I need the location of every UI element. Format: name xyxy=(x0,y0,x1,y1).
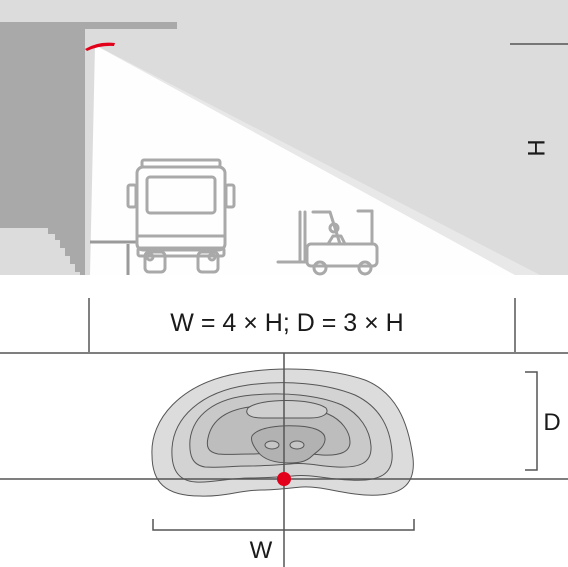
depth-label: D xyxy=(543,409,560,436)
width-label: W xyxy=(250,537,273,564)
height-label: H xyxy=(523,139,550,156)
roof-overhang xyxy=(0,22,177,29)
core-hotspot-right xyxy=(289,440,305,450)
depth-bracket xyxy=(525,371,538,471)
distribution-upper-oval xyxy=(246,400,328,419)
formula-text: W = 4 × H; D = 3 × H xyxy=(170,309,403,337)
light-beam xyxy=(90,45,515,275)
light-beam-soft-edge xyxy=(95,45,540,275)
building-wall xyxy=(0,22,85,275)
formula-band: W = 4 × H; D = 3 × H xyxy=(0,298,568,354)
light-fixture xyxy=(85,42,115,51)
core-hotspot-left xyxy=(264,440,280,450)
side-elevation: H xyxy=(0,0,568,276)
plan-view: D W xyxy=(0,353,568,567)
width-bracket xyxy=(152,519,415,531)
distribution-core xyxy=(251,425,326,464)
forklift-icon xyxy=(276,209,379,276)
truck-icon xyxy=(126,158,236,274)
fixture-position-dot xyxy=(277,472,291,486)
